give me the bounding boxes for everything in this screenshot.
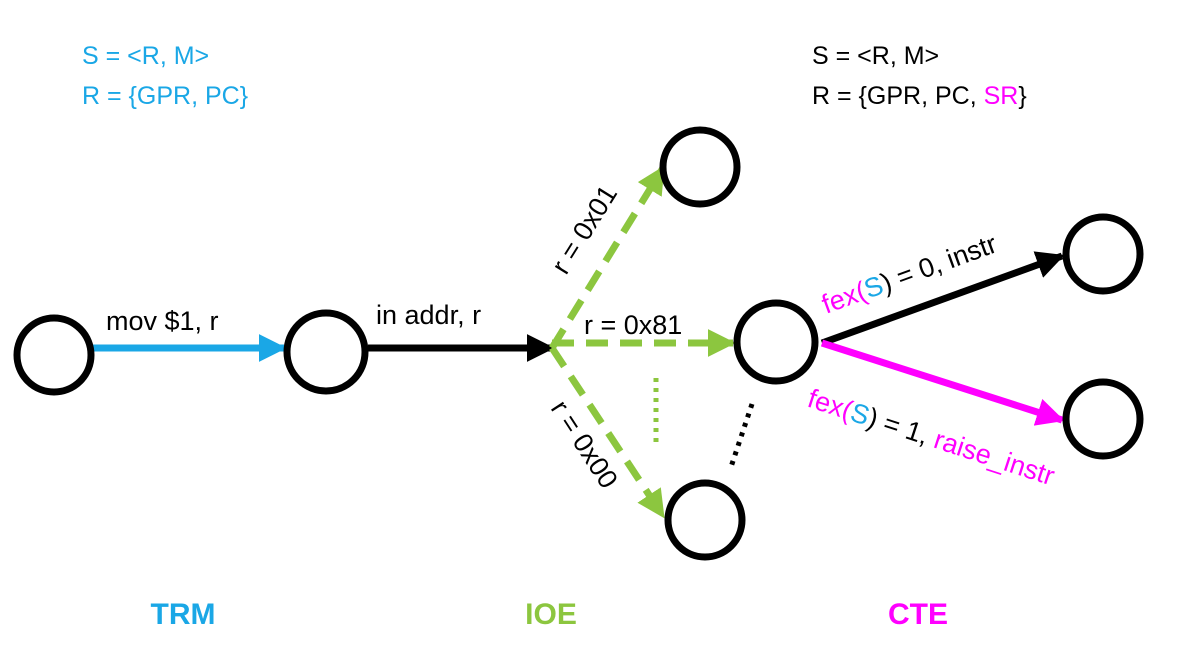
edge-fex0 <box>820 251 1065 347</box>
label-r81: r = 0x81 <box>584 310 682 340</box>
section-trm: TRM <box>151 598 216 631</box>
state-node-r01 <box>659 126 741 208</box>
right-state-line2: R = {GPR, PC, SR} <box>812 82 1027 110</box>
state-node-fex1 <box>1062 378 1144 460</box>
right-state-line2-suffix: } <box>1018 82 1026 110</box>
state-node-r00 <box>664 479 746 561</box>
label-fex0: fex(S) = 0, instr <box>818 229 1001 320</box>
edge-r01 <box>549 165 666 350</box>
state-node-initial <box>13 314 95 396</box>
state-node-after-mov <box>283 309 369 395</box>
right-state-line1: S = <R, M> <box>812 42 939 70</box>
left-state-line2: R = {GPR, PC} <box>82 82 248 110</box>
left-state-line1: S = <R, M> <box>82 42 209 70</box>
label-r01: r = 0x01 <box>546 180 624 279</box>
fex1-rest: ) = 1, <box>864 403 940 453</box>
state-node-r81 <box>733 299 819 385</box>
edge-fex1 <box>820 339 1065 426</box>
right-state-line2-prefix: R = {GPR, PC, <box>812 82 984 110</box>
label-mov: mov $1, r <box>106 306 219 336</box>
label-in: in addr, r <box>376 300 481 330</box>
sr-register-label: SR <box>984 82 1019 110</box>
section-cte: CTE <box>888 598 948 631</box>
section-ioe: IOE <box>525 598 577 631</box>
fex1-action: raise_instr <box>930 424 1058 491</box>
black-dots <box>727 403 755 471</box>
state-node-fex0 <box>1062 213 1144 295</box>
label-fex1: fex(S) = 1, raise_instr <box>804 383 1058 491</box>
